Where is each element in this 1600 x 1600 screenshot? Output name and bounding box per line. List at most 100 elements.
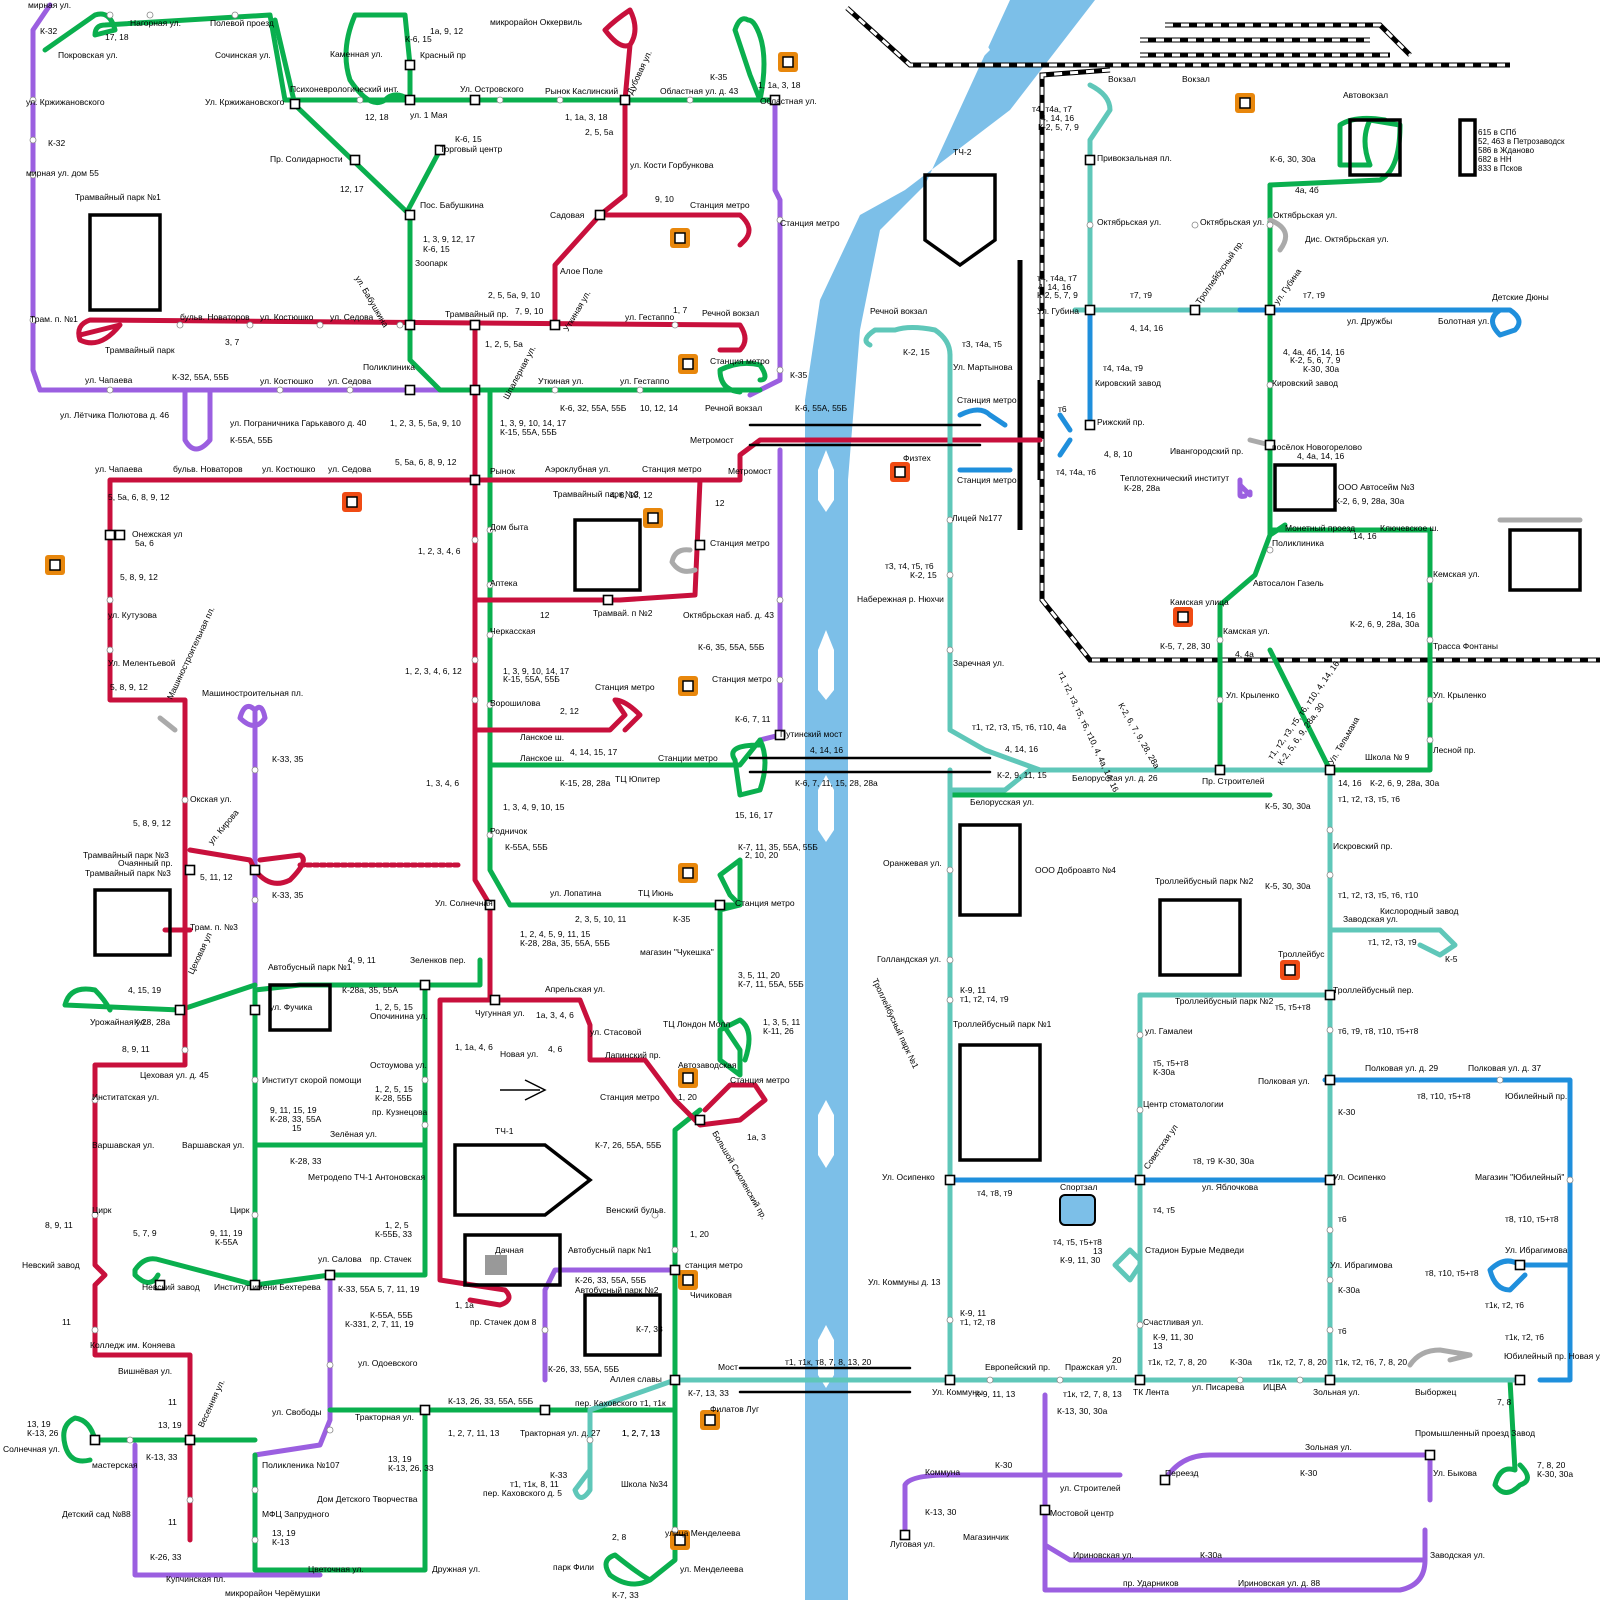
stop-label: Большой Смоленский пр. [710,1129,769,1221]
stop-marker [549,319,561,331]
stop-pass-marker [776,676,784,684]
stop-label: 5а, 6 [135,538,154,548]
stop-label: К-28, 28а [134,1017,170,1027]
stop-marker [404,94,416,106]
stop-label: Детский сад №88 [62,1509,131,1519]
stop-label: Спортзал [1060,1182,1098,1192]
stop-label: К-13, 26, 33, 55А, 55Б [448,1396,534,1406]
stop-label: Кировский завод [1272,378,1338,388]
stop-label: Белорусская ул. д. 26 [1072,773,1158,783]
stop-label: ИЦВА [1263,1382,1287,1392]
stop-label: ул. Пограничника Гарькавого д. 40 [230,418,367,428]
stop-label: Окская ул. [190,794,232,804]
stop-label: 14, 16 [1338,778,1362,788]
stop-pass-marker [106,386,114,394]
stop-label: ул. Салова [318,1254,362,1264]
bridge-outlines [738,423,992,1394]
stop-label: Каменная ул. [330,49,383,59]
metro-station-icon [1173,607,1193,627]
stop-label: Счастливая ул. [1143,1317,1203,1327]
stop-label: 7, 8, 20 [1537,1460,1566,1470]
stop-label: К-15, 55А, 55Б [500,427,557,437]
stop-label: Ул. Кржижановского [205,97,285,107]
stop-label: К-30а [1230,1357,1252,1367]
stop-marker [434,144,446,156]
stop-label: Станция метро [735,898,795,908]
stop-pass-marker [251,1536,259,1544]
stop-marker [404,209,416,221]
stop-marker [769,94,781,106]
stop-label: Рынок [490,466,515,476]
stop-label: К-6, 32, 55А, 55Б [560,403,627,413]
stop-label: ул. Яблочкова [1202,1182,1258,1192]
stop-label: 12 [715,498,725,508]
stop-pass-marker [1426,696,1434,704]
stop-label: 1, 2, 3, 5, 5а, 9, 10 [390,418,461,428]
stop-marker [184,864,196,876]
stop-label: Ул. Мелентьевой [108,658,176,668]
stop-pass-marker [486,631,494,639]
stop-label: Заводская ул. [1343,914,1398,924]
railway [845,6,1600,663]
stop-label: Ключевское ш. [1380,523,1439,533]
stop-pass-marker [486,581,494,589]
stop-pass-marker [1266,546,1274,554]
stop-pass-marker [421,1076,429,1084]
stop-pass-marker [29,96,37,104]
stop-label: Торговый центр [440,144,502,154]
stop-pass-marker [126,1436,134,1444]
stop-label: Черкасская [490,626,536,636]
stop-label: 1, 3, 9, 12, 17 [423,234,475,244]
stop-label: ТЦ Лондон Молл [663,1019,730,1029]
stop-label: К-55А, 55Б [230,435,273,445]
stop-label: Речной вокзал [702,308,759,318]
stop-label: ул. Костюшко [262,464,316,474]
stop-label: Теплотехнический институт [1120,473,1229,483]
stop-label: Пражская ул. [1065,1362,1117,1372]
stop-marker [539,1404,551,1416]
stop-label: Солнечная ул. [3,1444,60,1454]
stop-label: т1к, т2, т6, 7, 8, 20 [1335,1357,1407,1367]
stop-label: 4, 14, 16 [1038,282,1071,292]
stop-label: т1, т2, т3, т5, т6, т10, 4а [972,722,1067,732]
stop-marker [1134,1174,1146,1186]
stop-label: Уткиная ул. [538,376,584,386]
stop-label: Станция метро [595,682,655,692]
stop-label: 11 [168,1397,177,1407]
stop-label: Ул. Мартынова [953,362,1013,372]
stop-label: К-32, 55А, 55Б [172,372,229,382]
legend-item: 682 в НН [1478,155,1512,164]
stop-pass-marker [181,796,189,804]
depot-label: Трамвайный парк №2 [553,489,639,499]
stop-pass-marker [486,831,494,839]
stop-label: Трамвай. п №2 [593,608,653,618]
stop-label: 4, 14, 16 [1041,113,1074,123]
stop-label: Метромост [690,435,734,445]
stop-pass-marker [946,571,954,579]
stop-label: станция метро [685,1260,743,1270]
stop-label: Вокзал [1108,74,1136,84]
stop-label: т4, т4а, т7 [1032,104,1072,114]
stop-label: Метродепо ТЧ-1 Антоновская [308,1172,426,1182]
stop-label: 13, 19 [158,1420,182,1430]
stop-label: К-9, 11, 30 [1060,1255,1101,1265]
stop-label: Дом Детского Творчества [317,1494,418,1504]
stop-label: К-5 [1445,954,1458,964]
stop-label: посёлок Новогорелово [1272,442,1362,452]
stop-pass-marker [1216,696,1224,704]
stop-label: Трамвайный парк №3 [85,868,171,878]
stop-label: 1а, 3, 4, 6 [536,1010,574,1020]
stop-label: Ул. Быкова [1433,1468,1477,1478]
stop-label: т1, т2, т8 [960,1317,996,1327]
stop-label: К-7, 33 [636,1324,663,1334]
stop-marker [594,209,606,221]
stop-label: К-13, 30 [925,1507,957,1517]
stop-label: 4а, 4б [1295,185,1319,195]
stop-label: 1, 2, 5 [385,1220,409,1230]
stop-label: ул. Чапаева [95,464,143,474]
stop-marker [104,529,116,541]
stop-label: т1к, т2, т6 [1485,1300,1524,1310]
metro-station-icon [778,52,798,72]
stop-label: К-33, 35 [272,890,304,900]
stop-pass-marker [146,11,154,19]
